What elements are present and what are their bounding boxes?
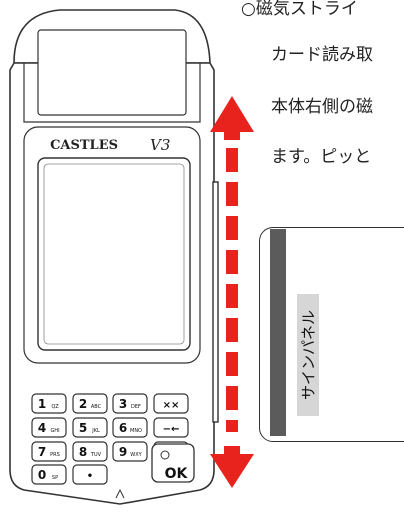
model-logo: V3 [150,136,170,154]
brand-logo: CASTLES [50,138,118,153]
keypad-key-sublabel: MNO [130,428,142,434]
printer-recess [23,63,201,123]
keypad-key-label: 5 [79,421,87,435]
instruction-line-3: 本体右側の磁 [271,97,373,117]
keypad-key-label: 7 [38,445,46,459]
keypad-key: ×× [153,393,189,414]
keypad-key-sublabel: TUV [90,452,102,458]
keypad-key-label: 0 [38,468,46,482]
keypad-key-label: 1 [38,397,46,411]
keypad-key-sublabel: PRS [50,452,60,458]
keypad-key-sublabel: GHI [50,428,59,434]
keypad-key-sublabel: WXY [130,452,142,458]
bottom-triangle [115,488,125,499]
keypad-key-sublabel: DEF [131,404,141,410]
keypad-key-label: 8 [79,445,87,459]
screen-inner-border [43,163,185,345]
keypad-key-sublabel: ABC [91,404,102,410]
ok-key-label: OK [165,466,189,482]
keypad-key-label: 2 [79,397,87,411]
instruction-line-1: ○磁気ストライ [241,0,358,19]
ok-key: OK [151,443,195,483]
arrow-head-down [210,446,254,488]
keypad-key-sublabel: QZ [51,404,59,410]
instruction-line-2: カード読み取 [271,45,373,65]
magnetic-card-slot [212,181,219,423]
signature-panel [297,294,319,416]
instruction-line-4: ます。ピッと [271,147,372,167]
keypad-key-sublabel: SP [52,475,58,481]
keypad-key-label: 6 [119,421,127,435]
keypad-key-label: −← [163,424,180,435]
keypad-key: −← [153,417,189,438]
signature-panel-label: サインパネル [299,309,318,401]
magnetic-stripe [270,229,286,436]
printer-paper-window [37,29,187,116]
keypad-key-label: 9 [119,445,127,459]
keypad-key-label: 4 [38,421,46,435]
arrow-head-up [210,96,254,140]
keypad-key-label: ×× [163,400,180,411]
keypad-key-label: 3 [119,397,127,411]
keypad-key-sublabel: JKL [91,428,100,434]
keypad-key-label: • [87,471,93,482]
swipe-arrow [210,96,254,488]
terminal-screen [37,157,191,351]
keypad-key: • [72,464,108,485]
